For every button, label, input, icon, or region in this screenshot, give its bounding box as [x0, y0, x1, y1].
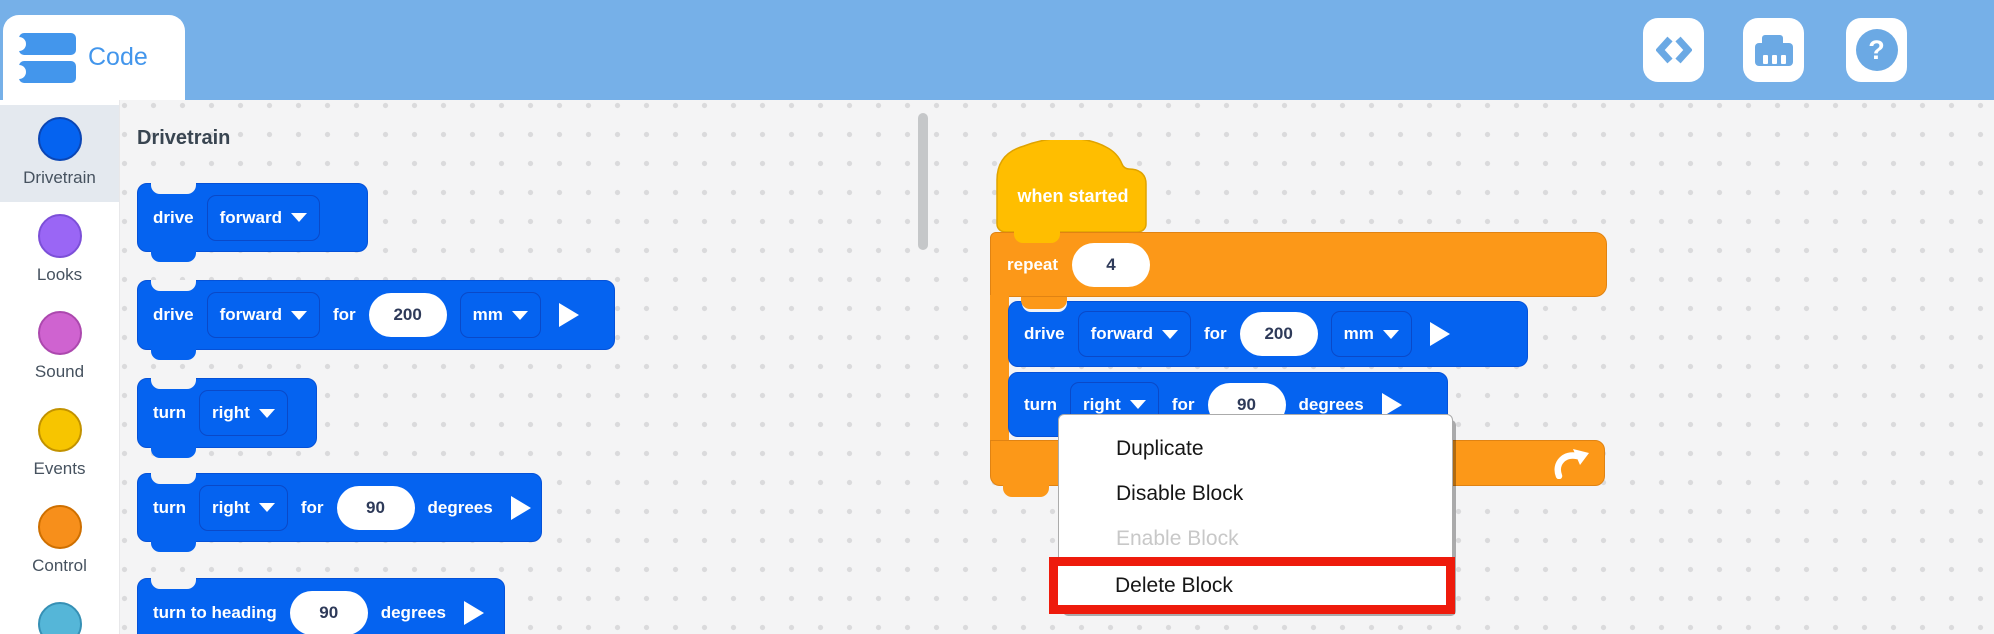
palette-title: Drivetrain — [137, 127, 231, 149]
when-started-block[interactable] — [990, 140, 1153, 232]
menu-item-enable-block: Enable Block — [1116, 527, 1239, 550]
hat-connector-tab — [1014, 231, 1060, 243]
app-header: Code ? — [0, 0, 1994, 100]
palette-block-turn[interactable]: turn right — [137, 378, 317, 458]
blocks-icon — [12, 32, 76, 83]
sensing-category-icon — [37, 602, 82, 634]
device-button[interactable] — [1743, 18, 1804, 82]
caret-down-icon — [1382, 329, 1399, 339]
direction-dropdown[interactable]: forward — [206, 194, 320, 241]
caret-down-icon — [290, 310, 307, 320]
events-category-icon — [37, 408, 82, 452]
play-icon[interactable] — [558, 303, 579, 327]
menu-item-duplicate[interactable]: Duplicate — [1116, 437, 1204, 460]
sidebar-item-looks[interactable]: Looks — [0, 202, 119, 299]
sidebar-item-sound[interactable]: Sound — [0, 299, 119, 396]
direction-dropdown[interactable]: right — [199, 484, 288, 531]
angle-input[interactable]: 90 — [336, 485, 415, 530]
palette-block-drive-for[interactable]: drive forward for 200 mm — [137, 280, 615, 360]
distance-input[interactable]: 200 — [1239, 312, 1318, 356]
heading-input[interactable]: 90 — [289, 591, 368, 634]
caret-down-icon — [1161, 329, 1178, 339]
repeat-block[interactable]: repeat 4 — [990, 232, 1607, 297]
play-icon[interactable] — [510, 495, 531, 520]
unit-dropdown[interactable]: mm — [459, 292, 541, 338]
direction-dropdown[interactable]: forward — [206, 292, 320, 338]
palette-block-drive[interactable]: drive forward — [137, 183, 368, 262]
sidebar-item-events[interactable]: Events — [0, 396, 119, 493]
sidebar-item-control[interactable]: Control — [0, 493, 119, 590]
tab-code[interactable]: Code — [3, 15, 185, 100]
sound-category-icon — [37, 311, 82, 355]
palette-scrollbar[interactable] — [918, 113, 928, 250]
question-mark-icon: ? — [1855, 29, 1898, 71]
direction-dropdown[interactable]: forward — [1077, 311, 1191, 357]
code-view-button[interactable] — [1643, 18, 1704, 82]
caret-down-icon — [258, 503, 275, 512]
loop-arrow-icon — [1554, 449, 1589, 479]
palette-block-turn-to-heading[interactable]: turn to heading 90 degrees — [137, 578, 505, 634]
code-angle-icon — [1655, 36, 1692, 64]
caret-down-icon — [511, 310, 528, 320]
caret-down-icon — [1129, 400, 1146, 409]
unit-dropdown[interactable]: mm — [1330, 311, 1412, 357]
repeat-block-wall[interactable] — [990, 295, 1009, 442]
repeat-connector-tab — [1003, 485, 1049, 497]
repeat-inner-connector-tab — [1021, 297, 1067, 309]
workspace-block-drive-for[interactable]: drive forward for 200 mm — [1008, 301, 1528, 367]
play-icon[interactable] — [463, 601, 484, 625]
brain-icon — [1754, 34, 1793, 66]
menu-item-disable-block[interactable]: Disable Block — [1116, 482, 1244, 505]
direction-dropdown[interactable]: right — [199, 390, 288, 436]
distance-input[interactable]: 200 — [368, 293, 447, 337]
caret-down-icon — [258, 408, 275, 418]
menu-item-delete-block-label[interactable]: Delete Block — [1115, 573, 1233, 597]
play-icon[interactable] — [1381, 392, 1402, 417]
caret-down-icon — [290, 213, 307, 222]
control-category-icon — [37, 505, 82, 549]
looks-category-icon — [37, 214, 82, 258]
drivetrain-category-icon — [37, 117, 82, 161]
palette-block-turn-for[interactable]: turn right for 90 degrees — [137, 473, 542, 552]
sidebar-item-drivetrain[interactable]: Drivetrain — [0, 105, 119, 202]
help-button[interactable]: ? — [1846, 18, 1907, 82]
sidebar-item-sensing[interactable] — [0, 590, 119, 634]
play-icon[interactable] — [1429, 322, 1450, 346]
delete-block-highlight-annotation: Delete Block — [1049, 557, 1455, 614]
repeat-count-input[interactable]: 4 — [1072, 242, 1151, 287]
category-sidebar: Drivetrain Looks Sound Events Control — [0, 100, 120, 634]
tab-code-label: Code — [88, 43, 148, 71]
